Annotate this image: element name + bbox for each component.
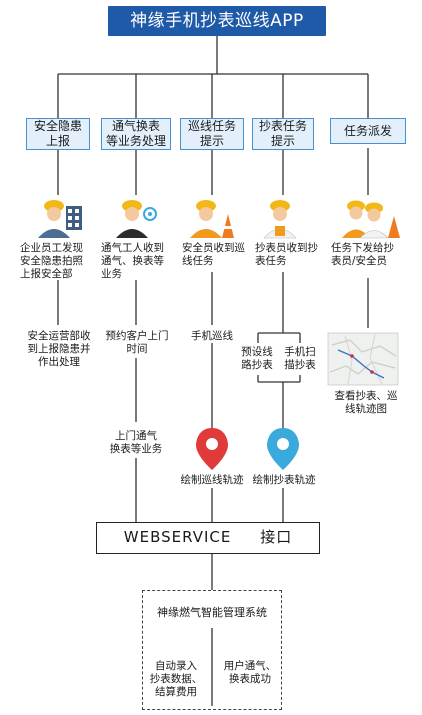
- text-line: 安全隐患拍照: [20, 255, 83, 267]
- desc-mobile-patrol: 手机巡线: [182, 330, 242, 343]
- app-title: 神缘手机抄表巡线APP: [108, 6, 326, 36]
- text-line: 结算费用: [155, 686, 197, 698]
- text-line: 预约客户上门: [105, 330, 169, 342]
- desc-safety-report: 企业员工发现安全隐患拍照上报安全部: [20, 242, 100, 281]
- category-label: 提示: [199, 134, 224, 148]
- text-line: 抄表员收到抄: [255, 242, 318, 254]
- category-meter-task: 抄表任务提示: [252, 118, 314, 150]
- text-line: 企业员工发现: [20, 242, 83, 254]
- category-task-dispatch: 任务派发: [330, 118, 406, 144]
- category-label: 安全隐患: [33, 119, 82, 133]
- desc-preset-route: 预设线路抄表: [237, 346, 277, 372]
- text-line: 描抄表: [284, 359, 316, 371]
- category-gas-meter-business: 通气换表等业务处理: [101, 118, 171, 150]
- text-line: 通气工人收到: [101, 242, 164, 254]
- category-label: 提示: [270, 134, 295, 148]
- worker-icon-5: [342, 200, 400, 239]
- text-line: 表任务: [255, 255, 287, 267]
- worker-icon-4: [263, 200, 297, 239]
- text-line: 预设线: [241, 346, 273, 358]
- text-line: 表员/安全员: [331, 255, 388, 267]
- text-line: 自动录入: [155, 660, 197, 672]
- webservice-interface-box: WEBSERVICE 接口: [96, 522, 320, 554]
- text-line: 手机扫: [284, 346, 316, 358]
- text-line: 换表等业务: [109, 443, 163, 455]
- desc-view-track: 查看抄表、巡线轨迹图: [326, 390, 406, 416]
- text-line: 上报安全部: [20, 268, 73, 280]
- webservice-label: WEBSERVICE: [123, 528, 232, 546]
- text-line: 手机巡线: [191, 330, 233, 342]
- text-line: 安全运营部收: [27, 330, 91, 342]
- text-line: 线轨迹图: [345, 403, 387, 415]
- desc-appointment: 预约客户上门时间: [98, 330, 176, 356]
- worker-icon-2: [116, 200, 157, 238]
- category-patrol-task: 巡线任务提示: [180, 118, 244, 150]
- category-label: 等业务处理: [105, 134, 166, 148]
- category-label: 巡线任务: [187, 119, 236, 133]
- desc-scan-reading: 手机扫描抄表: [280, 346, 320, 372]
- desc-gas-worker: 通气工人收到通气、换表等业务: [101, 242, 181, 281]
- desc-meter-reader: 抄表员收到抄表任务: [255, 242, 327, 268]
- map-thumbnail: [327, 332, 399, 386]
- text-line: 业务: [101, 268, 122, 280]
- text-line: 到上报隐患并: [27, 343, 91, 355]
- text-line: 换表成功: [229, 673, 271, 685]
- text-line: 查看抄表、巡: [334, 390, 398, 402]
- desc-safety-handling: 安全运营部收到上报隐患并作出处理: [18, 330, 100, 369]
- category-label: 任务派发: [343, 123, 392, 138]
- category-label: 上报: [45, 134, 70, 148]
- worker-icon-3: [190, 200, 234, 238]
- desc-draw-meter-track: 绘制抄表轨迹: [246, 474, 322, 487]
- category-label: 通气换表: [111, 119, 160, 133]
- text-line: 时间: [126, 343, 148, 355]
- category-label: 抄表任务: [258, 119, 307, 133]
- text-line: 用户通气、: [223, 660, 277, 672]
- text-line: 路抄表: [241, 359, 273, 371]
- text-line: 绘制抄表轨迹: [252, 474, 316, 486]
- desc-safety-officer: 安全员收到巡线任务: [182, 242, 254, 268]
- text-line: 上门通气: [115, 430, 157, 442]
- text-line: 作出处理: [38, 356, 80, 368]
- system-auto-entry: 自动录入抄表数据、结算费用: [146, 660, 206, 699]
- text-line: 线任务: [182, 255, 214, 267]
- text-line: 绘制巡线轨迹: [180, 474, 244, 486]
- text-line: 任务下发给抄: [331, 242, 394, 254]
- interface-label: 接口: [260, 528, 293, 546]
- system-gas-success: 用户通气、换表成功: [220, 660, 280, 686]
- text-line: 通气、换表等: [101, 255, 164, 267]
- text-line: 安全员收到巡: [182, 242, 245, 254]
- pin-blue-icon: [267, 428, 299, 470]
- system-title: 神缘燃气智能管理系统: [157, 606, 267, 619]
- worker-icon-1: [38, 200, 82, 238]
- desc-onsite-service: 上门通气换表等业务: [100, 430, 172, 456]
- desc-dispatch: 任务下发给抄表员/安全员: [331, 242, 411, 268]
- text-line: 抄表数据、: [149, 673, 203, 685]
- desc-draw-patrol-track: 绘制巡线轨迹: [174, 474, 250, 487]
- management-system-box: [142, 590, 282, 710]
- pin-red-icon: [196, 428, 228, 470]
- category-safety-report: 安全隐患上报: [26, 118, 90, 150]
